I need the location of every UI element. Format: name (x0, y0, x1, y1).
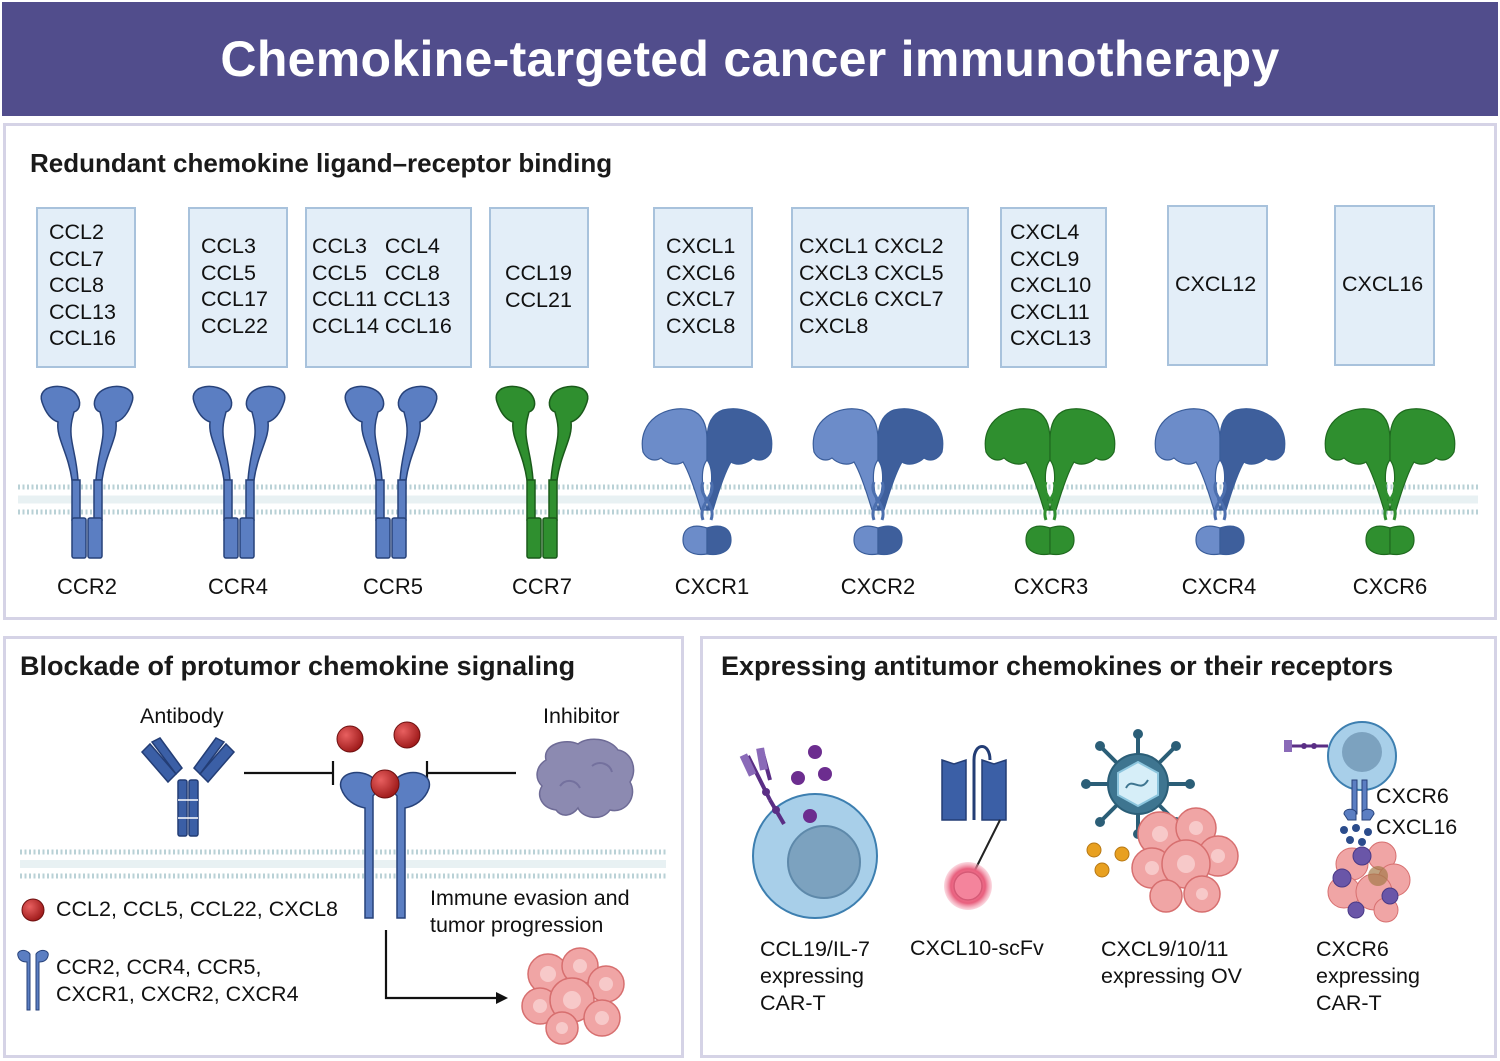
blockade-panel-title: Blockade of protumor chemokine signaling (20, 651, 576, 681)
ligand-box-cxcr4: CXCL12 (1167, 205, 1268, 366)
cxcl10-scfv-icon (941, 745, 1007, 910)
receptor-ccr7 (495, 385, 589, 559)
ligand-box-cxcr6: CXCL16 (1334, 205, 1435, 366)
outcome-label: Immune evasion and tumor progression (430, 886, 630, 937)
item-label-cxcl10-scfv: CXCL10-scFv (910, 936, 1044, 960)
receptor-label-cxcr4: CXCR4 (1181, 574, 1257, 599)
receptor-label-ccr7: CCR7 (512, 574, 572, 599)
oncolytic-virus-icon (1081, 729, 1239, 913)
cxcr6-label: CXCR6 (1376, 784, 1449, 808)
receptor-label-ccr4: CCR4 (208, 574, 268, 599)
receptor-label-cxcr6: CXCR6 (1352, 574, 1428, 599)
cxcl16-label: CXCL16 (1376, 815, 1458, 839)
legend-ligands-text: CCL2, CCL5, CCL22, CXCL8 (56, 897, 339, 921)
ligand-dot (336, 725, 364, 753)
title-banner: Chemokine-targeted cancer immunotherapy (2, 2, 1498, 116)
receptor-cxcr6 (1324, 408, 1456, 556)
receptor-ccr5 (344, 385, 438, 559)
ligand-box-ccr4: CCL3 CCL5 CCL17 CCL22 (188, 207, 288, 368)
ligand-box-ccr7: CCL19 CCL21 (489, 207, 589, 368)
blocked-receptor-icon (339, 769, 431, 919)
ligand-dot (393, 721, 421, 749)
receptor-label-cxcr3: CXCR3 (1013, 574, 1089, 599)
ligand-box-ccr2: CCL2 CCL7 CCL8 CCL13 CCL16 (36, 207, 136, 368)
legend-ligand-dot (21, 898, 45, 922)
car-t-cell-cxcr6-icon (1284, 721, 1411, 923)
ligand-box-cxcr2: CXCL1 CXCL2 CXCL3 CXCL5 CXCL6 CXCL7 CXCL… (791, 207, 969, 368)
receptor-label-ccr5: CCR5 (363, 574, 423, 599)
legend-receptor-icon (17, 949, 49, 1011)
receptor-label-cxcr1: CXCR1 (674, 574, 750, 599)
receptor-cxcr1 (641, 408, 773, 556)
expressing-panel-title: Expressing antitumor chemokines or their… (721, 651, 1394, 681)
receptor-label-cxcr2: CXCR2 (840, 574, 916, 599)
item-label-ov: CXCL9/10/11 expressing OV (1101, 937, 1243, 988)
receptor-label-ccr2: CCR2 (57, 574, 117, 599)
ligand-box-ccr5: CCL3 CCL4 CCL5 CCL8 CCL11 CCL13 CCL14 CC… (305, 207, 472, 368)
item-label-ccl19-car-t: CCL19/IL-7 expressing CAR-T (760, 937, 870, 1015)
receptor-cxcr2 (812, 408, 944, 556)
ligand-box-cxcr1: CXCL1 CXCL6 CXCL7 CXCL8 (653, 207, 753, 368)
ligand-dots-blockade (336, 721, 421, 753)
receptor-cxcr3 (984, 408, 1116, 556)
inhibitor-icon (536, 738, 635, 819)
ligand-box-cxcr3: CXCL4 CXCL9 CXCL10 CXCL11 CXCL13 (1000, 207, 1107, 368)
receptor-cxcr4 (1154, 408, 1286, 556)
receptor-ccr4 (192, 385, 286, 559)
inhibitor-label: Inhibitor (543, 704, 620, 728)
receptor-ccr2 (40, 385, 134, 559)
page-title: Chemokine-targeted cancer immunotherapy (220, 31, 1280, 87)
car-t-cell-ccl19-icon (739, 745, 878, 919)
antibody-icon (140, 737, 236, 837)
ligand-receptor-panel-title: Redundant chemokine ligand–receptor bind… (30, 148, 613, 178)
legend-receptors-text: CCR2, CCR4, CCR5, CXCR1, CXCR2, CXCR4 (56, 955, 299, 1006)
antibody-label: Antibody (140, 704, 224, 728)
item-label-cxcr6-car-t: CXCR6 expressing CAR-T (1316, 937, 1420, 1015)
tumor-icon (521, 947, 625, 1045)
